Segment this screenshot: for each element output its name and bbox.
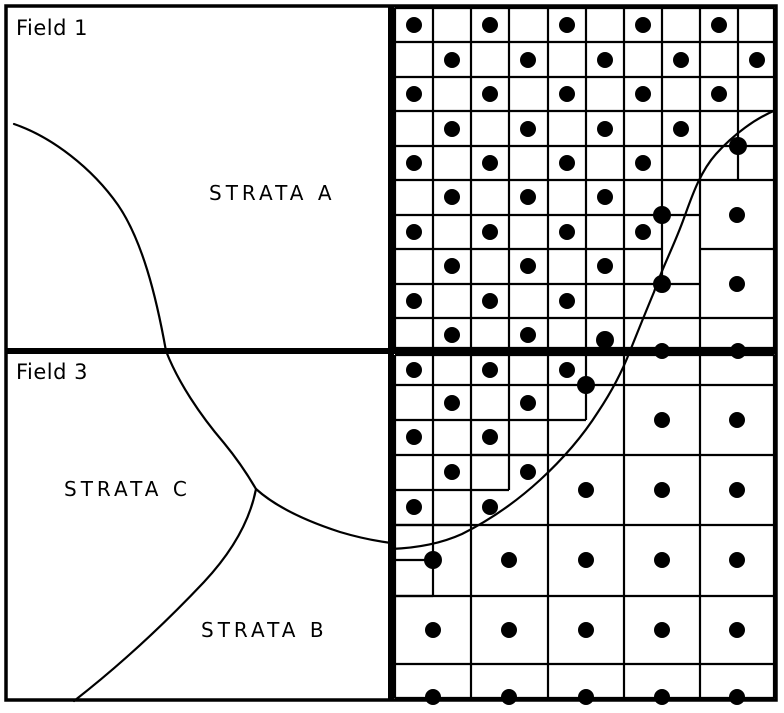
strataC-upper-boundary <box>164 349 258 491</box>
sample-dots-lower <box>406 362 745 705</box>
boundary-overlay-upper <box>628 108 778 353</box>
boundary-curves-right <box>389 108 778 551</box>
strata-c-label: STRATA C <box>64 477 191 501</box>
field-3-label: Field 3 <box>16 360 89 384</box>
boundary-overlay-lower <box>389 349 632 551</box>
strata-a-label: STRATA A <box>209 181 336 205</box>
field1-strataA-boundary <box>12 122 168 353</box>
strata-b-label: STRATA B <box>201 618 328 642</box>
field-1-label: Field 1 <box>16 16 89 40</box>
boundary-curves-left <box>12 122 393 703</box>
sample-dots-upper <box>406 17 765 359</box>
strataB-lower-boundary <box>72 487 258 703</box>
grid-upper <box>393 6 776 350</box>
strataC-strataB-divider <box>254 487 393 545</box>
